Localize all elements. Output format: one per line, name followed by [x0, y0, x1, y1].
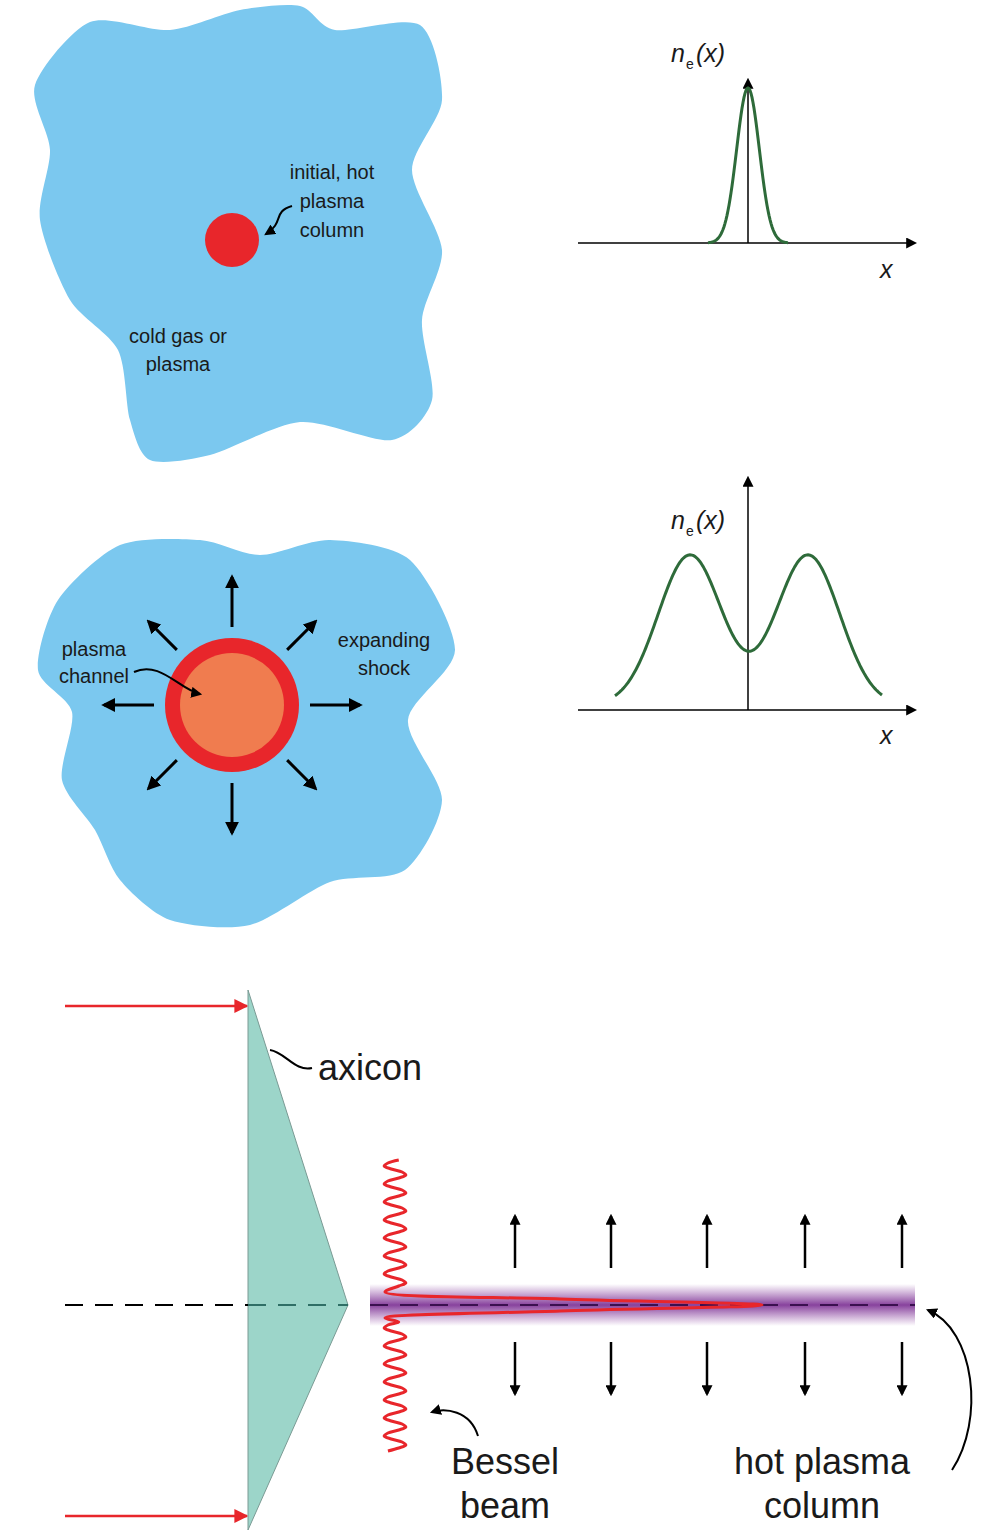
leader-line [270, 1050, 312, 1069]
callout-label: initial, hot plasma column [271, 158, 393, 245]
expansion-arrow [287, 760, 315, 788]
cold-gas-blob [38, 539, 455, 927]
plasma-column [370, 1284, 915, 1326]
leader-line [928, 1310, 971, 1470]
optical-axis [65, 1304, 248, 1306]
hot-plasma-column [205, 213, 259, 267]
gas-region: plasma channel expanding shock [30, 528, 462, 930]
axis-label: (x) [696, 505, 725, 535]
leader-line [266, 206, 292, 234]
leader-line [432, 1410, 478, 1436]
axis-subscript: e [686, 56, 694, 73]
axis-label: n [671, 38, 685, 68]
optical-axis [370, 1304, 915, 1306]
expansion-arrow [231, 577, 234, 627]
input-ray [65, 1005, 247, 1008]
shock-shell [165, 638, 299, 772]
expansion-arrow [149, 760, 177, 788]
gas-region: initial, hot plasma column cold gas or pl… [20, 0, 460, 465]
leader-line [134, 669, 200, 694]
density-curve [708, 88, 788, 243]
expansion-arrow [149, 622, 177, 650]
region-label: expanding shock [326, 626, 442, 682]
expansion-arrows [515, 1216, 902, 1394]
axis-label: n [671, 505, 685, 535]
expansion-arrow [231, 783, 234, 833]
region-label: cold gas or plasma [126, 322, 230, 378]
axis-subscript: e [686, 523, 694, 540]
gas-region-outline [30, 528, 462, 930]
axis-label: x [880, 720, 893, 750]
part-label: hot plasma column [677, 1440, 967, 1528]
expansion-arrow [287, 622, 315, 650]
callout-label: plasma channel [48, 636, 140, 690]
optical-axis [248, 1304, 348, 1306]
expansion-arrow [310, 704, 360, 707]
gas-region-outline [20, 0, 460, 465]
input-ray [65, 1515, 247, 1518]
density-plot-bottom [578, 478, 915, 710]
cold-gas-blob [34, 5, 442, 462]
density-curve [615, 555, 882, 696]
part-label: Bessel beam [420, 1440, 590, 1528]
plasma-channel [180, 653, 284, 757]
part-label: axicon [318, 1046, 422, 1089]
axis-label: x [880, 254, 893, 284]
bessel-beam-profile [384, 1160, 762, 1451]
density-plot-top [578, 80, 915, 243]
expansion-arrow [104, 704, 154, 707]
axis-label: (x) [696, 38, 725, 68]
